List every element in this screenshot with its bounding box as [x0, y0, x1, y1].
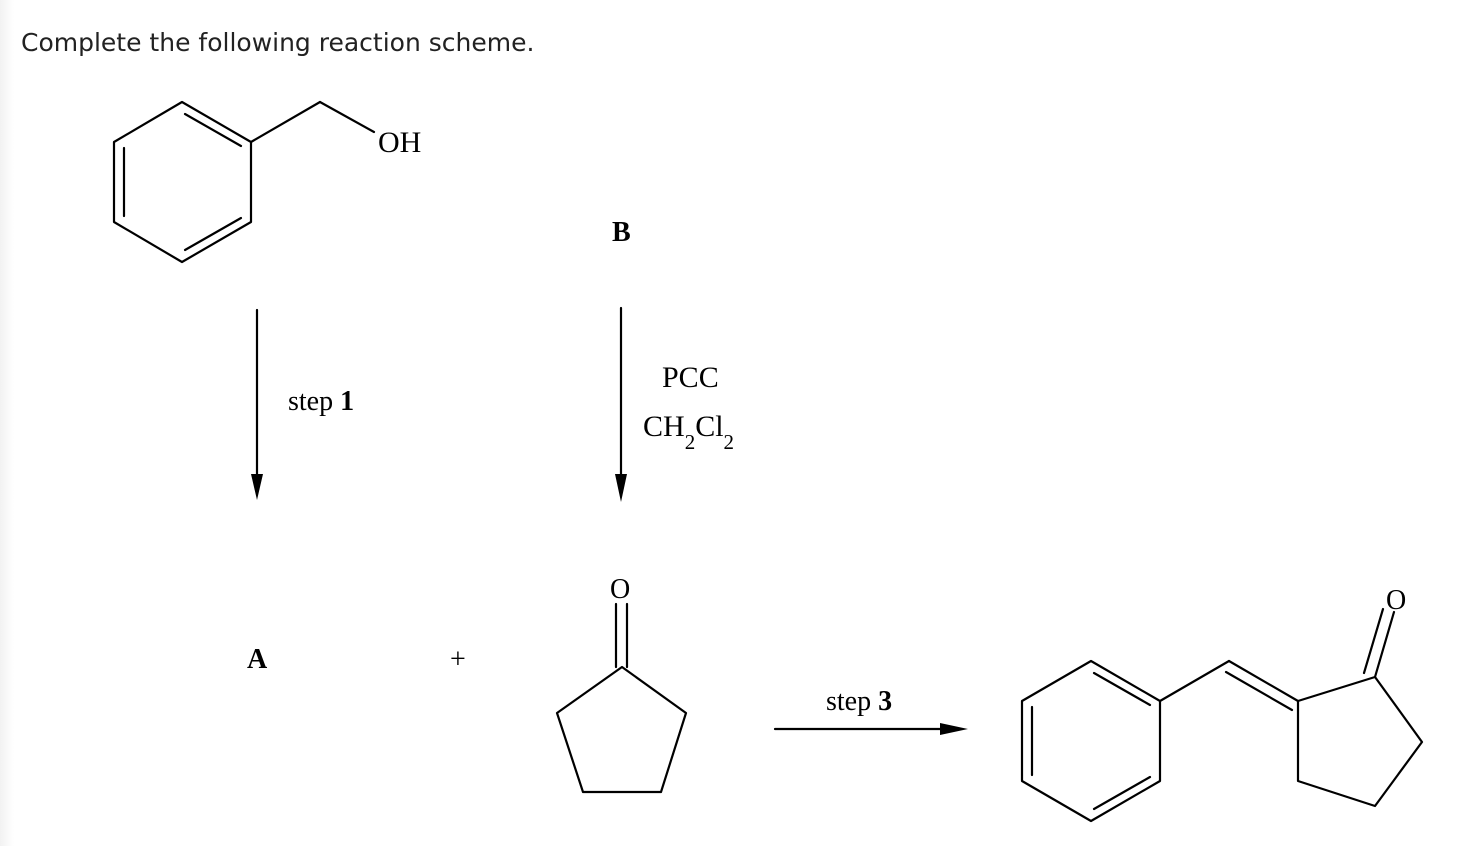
step2-arrowhead [615, 474, 627, 502]
benzylidene-cyclopentanone-structure: O [1020, 585, 1424, 823]
ch2-bond [249, 100, 322, 144]
exocyclic-double-bond [1227, 659, 1300, 703]
product-carbonyl-double-bond [1362, 607, 1385, 675]
step3-arrow-group: step 3 [773, 686, 968, 735]
benzyl-alcohol-structure: OH [112, 100, 421, 264]
step2-arrow-group: PCC CH2Cl2 [615, 306, 734, 502]
step3-word: step [826, 686, 871, 717]
benzylic-bond [1158, 659, 1231, 703]
product-benzene-ring [1020, 659, 1162, 823]
cyclopentane-ring [555, 665, 688, 794]
left-edge-shade [0, 0, 14, 846]
step3-arrowhead [940, 723, 968, 735]
benzene-ring [112, 100, 253, 264]
step1-word: step [288, 386, 333, 417]
hydroxyl-label: OH [378, 126, 421, 159]
exocyclic-double-bond [1224, 670, 1294, 712]
step1-arrow-group: step 1 [251, 308, 354, 500]
cyclopentanone-structure: O [555, 574, 688, 794]
cyclopentanone-oxygen-label: O [610, 574, 630, 605]
compound-b-label: B [612, 217, 631, 248]
product-carbonyl-double-bond [1373, 610, 1396, 679]
step1-number: 1 [340, 386, 354, 417]
product-cyclopentane-ring [1296, 675, 1424, 808]
step1-arrowhead [251, 474, 263, 500]
ring-double-bond [183, 112, 243, 148]
compound-a-label: A [247, 644, 268, 675]
question-prompt: Complete the following reaction scheme. [21, 28, 535, 57]
solvent-dichloromethane: CH2Cl2 [643, 410, 734, 454]
step3-label: step 3 [826, 686, 892, 717]
product-oxygen-label: O [1386, 585, 1406, 616]
plus-sign: + [450, 644, 466, 675]
step3-number: 3 [878, 686, 892, 717]
product-ring-double-bond [1092, 671, 1152, 707]
ring-double-bond [183, 216, 243, 252]
c-o-bond [318, 100, 376, 134]
reagent-pcc: PCC [662, 361, 719, 394]
step1-label: step 1 [288, 386, 354, 417]
product-ring-double-bond [1092, 775, 1152, 811]
